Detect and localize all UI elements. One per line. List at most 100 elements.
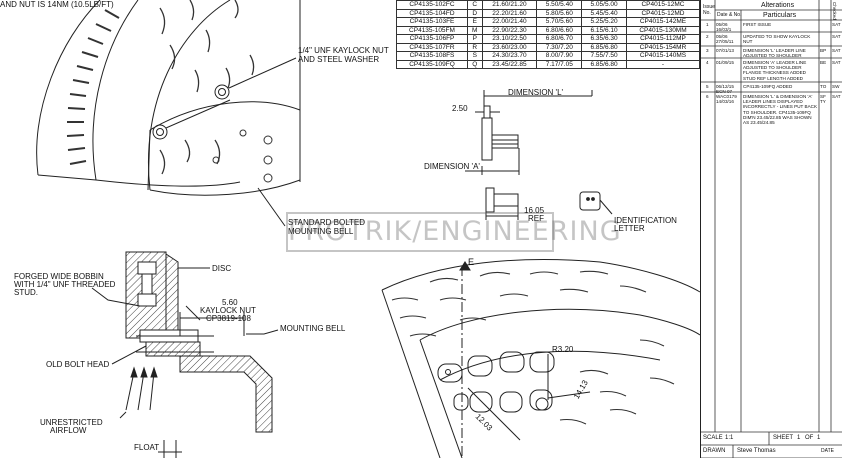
spec-cell: 5.80/5.60 bbox=[536, 8, 583, 18]
revision-text: DIMENSION 'L' & DIMENSION 'A' LEADER LIN… bbox=[743, 94, 818, 126]
unrestricted-label-line2: AIRFLOW bbox=[50, 426, 87, 435]
drawn-value: Steve Thomas bbox=[737, 448, 776, 454]
ref-label: REF bbox=[528, 214, 544, 223]
spec-cell: 5.50/5.40 bbox=[536, 0, 583, 10]
revision-text: CP4135-109FQ ADDED bbox=[743, 84, 793, 89]
spec-cell: 6.80/6.60 bbox=[536, 25, 583, 35]
spec-cell: CP4135-107FR bbox=[396, 42, 468, 52]
spec-cell: CP4135-103FE bbox=[396, 17, 468, 27]
scale-value: 1:1 bbox=[725, 435, 734, 441]
rev-col-date: Date & No. bbox=[717, 12, 742, 18]
spec-cell: C bbox=[467, 0, 483, 10]
date-label: DATE bbox=[821, 448, 834, 454]
spec-cell: M bbox=[467, 25, 483, 35]
spec-cell: CP4015-140MS bbox=[625, 51, 701, 61]
spec-cell: 5.45/5.40 bbox=[581, 8, 627, 18]
revision-check: SAT bbox=[832, 94, 841, 99]
section-e-label: E bbox=[468, 257, 475, 267]
rev-col-issue: Issue No. bbox=[703, 4, 715, 16]
revision-initials: TO bbox=[820, 84, 827, 89]
revision-table: Issue No. Alterations Date & No. Particu… bbox=[700, 0, 842, 458]
spec-cell: 24.30/23.70 bbox=[481, 51, 538, 61]
revision-text: DIMENSION 'A' LEADER LINE ADJUSTED TO SH… bbox=[743, 60, 807, 81]
spec-cell: CP4135-106FP bbox=[396, 34, 468, 44]
identification-label-line2: LETTER bbox=[614, 224, 645, 233]
rev-col-particulars: Particulars bbox=[763, 12, 797, 19]
spec-cell: 6.85/6.80 bbox=[581, 42, 627, 52]
section-view bbox=[91, 251, 279, 458]
revision-date: 01/09/15 bbox=[716, 60, 734, 65]
disc-3d-view bbox=[36, 0, 301, 227]
spec-cell: 6.80/6.70 bbox=[536, 34, 583, 44]
spec-cell: CP4015-12MD bbox=[625, 8, 701, 18]
spec-cell: CP4015-154MR bbox=[625, 42, 701, 52]
standard-bolted-label-line1: STANDARD BOLTED bbox=[288, 218, 366, 227]
revision-check: SW bbox=[832, 84, 840, 89]
scale-label: SCALE bbox=[703, 435, 723, 441]
spec-cell: D bbox=[467, 8, 483, 18]
spec-cell: E bbox=[467, 17, 483, 27]
kaylock-nut-label-line2: AND STEEL WASHER bbox=[298, 55, 380, 64]
spec-cell: 21.60/21.20 bbox=[481, 0, 538, 10]
drawn-label: DRAWN bbox=[703, 448, 726, 454]
spec-cell: 22.00/21.40 bbox=[481, 17, 538, 27]
spec-cell: 7.17/7.05 bbox=[536, 59, 583, 69]
revision-number: 1 bbox=[706, 22, 709, 27]
spec-cell: CP4015-130MM bbox=[625, 25, 701, 35]
rev-header: Alterations bbox=[761, 2, 795, 9]
old-bolt-head-label: OLD BOLT HEAD bbox=[46, 360, 110, 369]
revision-date: 05/06 16/03/1 bbox=[716, 22, 732, 33]
spec-cell: 5.25/5.20 bbox=[581, 17, 627, 27]
kaylock-nut-label-line1: 1/4" UNF KAYLOCK NUT bbox=[298, 46, 389, 55]
spec-cell: CP4135-108FS bbox=[396, 51, 468, 61]
spec-cell: CP4015-142ME bbox=[625, 17, 701, 27]
spec-cell: 5.70/5.60 bbox=[536, 17, 583, 27]
dim-r3-20: R3.20 bbox=[552, 345, 574, 354]
spec-cell: P bbox=[467, 34, 483, 44]
spec-cell: 22.20/21.60 bbox=[481, 8, 538, 18]
dim-5-60: 5.60 bbox=[222, 298, 238, 307]
disc-front-view bbox=[381, 258, 701, 458]
spec-cell: 5.05/5.00 bbox=[581, 0, 627, 10]
spec-cell: CP4135-109FQ bbox=[396, 59, 468, 69]
spec-cell: 23.60/23.00 bbox=[481, 42, 538, 52]
revision-initials: SF TY bbox=[820, 94, 826, 105]
revision-text: UPDATED TO SHOW KAYLOCK NUT bbox=[743, 34, 811, 45]
spec-cell: CP4135-102FC bbox=[396, 0, 468, 10]
sheet-label: SHEET bbox=[773, 435, 794, 441]
stud-detail bbox=[465, 90, 613, 220]
revision-date: 05/06 27/05/11 bbox=[716, 34, 734, 45]
revision-date: 06/12/15 ECN 07 bbox=[716, 84, 734, 95]
spec-cell: S bbox=[467, 51, 483, 61]
revision-check: SAT bbox=[832, 34, 841, 39]
kaylock-nut-label: KAYLOCK NUT bbox=[200, 306, 256, 315]
spec-cell: 7.55/7.50 bbox=[581, 51, 627, 61]
spec-cell: CP4015-112MP bbox=[625, 34, 701, 44]
revision-number: 4 bbox=[706, 60, 709, 65]
spec-cell: CP4135-105FM bbox=[396, 25, 468, 35]
revision-date: 07/01/13 bbox=[716, 48, 734, 53]
unrestricted-label-line1: UNRESTRICTED bbox=[40, 418, 103, 427]
spec-cell: - bbox=[625, 59, 701, 69]
forged-bobbin-label-line1: FORGED WIDE BOBBIN bbox=[14, 272, 104, 281]
watermark: PROTRIK/ENGINEERING bbox=[286, 212, 621, 252]
revision-initials: BE bbox=[820, 60, 827, 65]
dim-2-50: 2.50 bbox=[452, 104, 468, 113]
standard-bolted-label-line2: MOUNTING BELL bbox=[288, 227, 354, 236]
of-value: 1 bbox=[817, 435, 821, 441]
forged-bobbin-label-line2: WITH 1/4" UNF THREADED bbox=[14, 280, 116, 289]
revision-check: SAT bbox=[832, 22, 841, 27]
dimension-a-label: DIMENSION 'A' bbox=[424, 162, 480, 171]
forged-bobbin-label-line3: STUD. bbox=[14, 288, 38, 297]
revision-text: DIMENSION 'L' LEADER LINE ADJUSTED TO SH… bbox=[743, 48, 806, 59]
spec-cell: R bbox=[467, 42, 483, 52]
spec-cell: 22.90/22.30 bbox=[481, 25, 538, 35]
